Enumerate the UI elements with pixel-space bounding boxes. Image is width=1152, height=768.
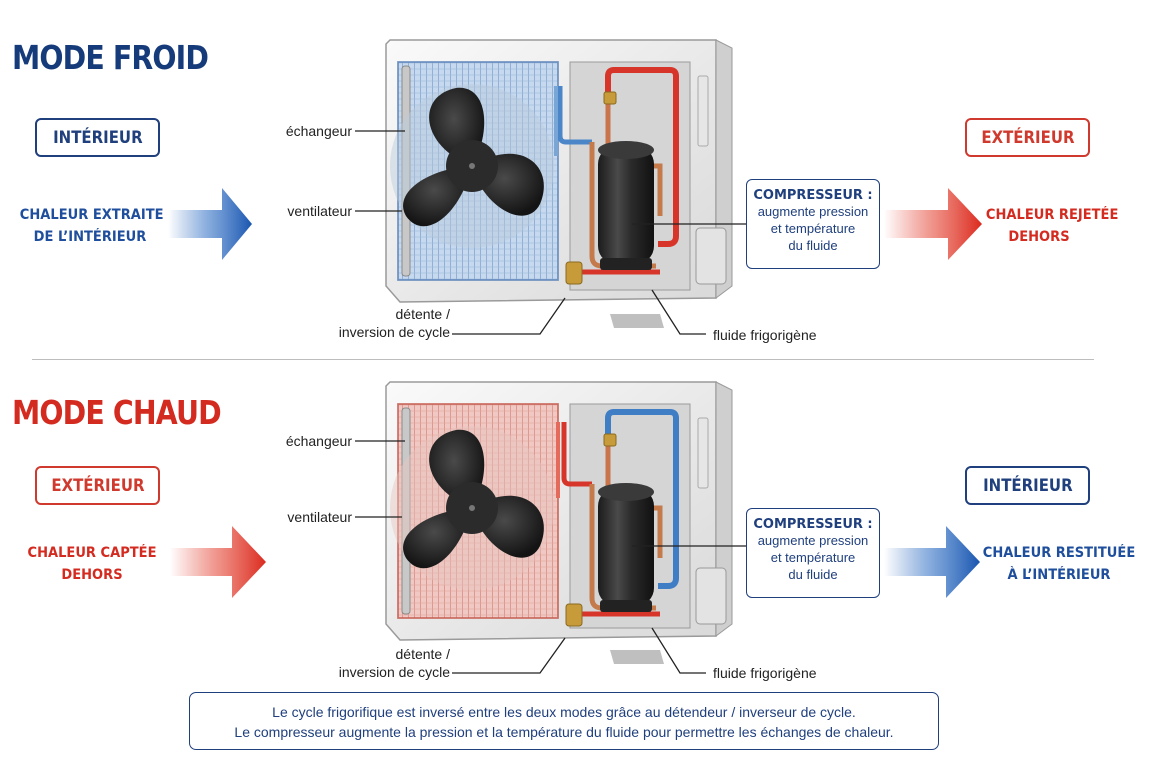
cooling-heat-rejected-label: CHALEUR REJETÉE DEHORS	[980, 204, 1119, 248]
cooling-compressor-icon	[598, 141, 654, 270]
heating-compressor-callout: COMPRESSEUR : augmente pression et tempé…	[746, 508, 880, 598]
heating-left-arrow-icon	[170, 526, 266, 598]
cooling-expansion-label: détente / inversion de cycle	[300, 305, 450, 341]
cooling-left-arrow-icon	[168, 188, 252, 260]
footnote-box: Le cycle frigorifique est inversé entre …	[189, 692, 939, 750]
cooling-compressor-line-2: et température	[770, 221, 856, 236]
heating-indoor-box: INTÉRIEUR	[965, 466, 1090, 505]
heating-mode-title: MODE CHAUD	[12, 393, 222, 432]
cooling-outdoor-box: EXTÉRIEUR	[965, 118, 1090, 157]
cooling-indoor-label: INTÉRIEUR	[52, 127, 143, 148]
cooling-outdoor-label: EXTÉRIEUR	[980, 127, 1075, 148]
footnote-line-2: Le compresseur augmente la pression et l…	[234, 724, 894, 740]
cooling-compressor-line-1: augmente pression	[757, 204, 869, 219]
heating-right-line-1: CHALEUR RESTITUÉE	[982, 545, 1136, 561]
heating-fan-label: ventilateur	[287, 509, 352, 525]
cooling-left-line-2: DE L’INTÉRIEUR	[33, 229, 147, 245]
cooling-right-line-1: CHALEUR REJETÉE	[985, 207, 1119, 223]
heating-heat-captured-label: CHALEUR CAPTÉE DEHORS	[14, 542, 170, 586]
heating-right-arrow-icon	[884, 526, 980, 598]
heating-compressor-line-3: du fluide	[788, 567, 838, 582]
heating-compressor-line-2: et température	[770, 550, 856, 565]
cooling-indoor-box: INTÉRIEUR	[35, 118, 160, 157]
heating-left-line-1: CHALEUR CAPTÉE	[27, 545, 157, 561]
heating-outdoor-unit-illustration	[385, 381, 733, 664]
heating-outdoor-box: EXTÉRIEUR	[35, 466, 160, 505]
cooling-refrigerant-label: fluide frigorigène	[713, 327, 817, 343]
cooling-left-line-1: CHALEUR EXTRAITE	[19, 207, 164, 223]
heating-compressor-icon	[598, 483, 654, 612]
heating-outdoor-label: EXTÉRIEUR	[50, 475, 145, 496]
heating-expansion-line-2: inversion de cycle	[338, 664, 450, 680]
cooling-right-line-2: DEHORS	[1008, 229, 1070, 245]
heating-exchanger-label: échangeur	[285, 433, 352, 449]
cooling-mode-title: MODE FROID	[12, 38, 209, 77]
heating-compressor-line-1: augmente pression	[757, 533, 869, 548]
cooling-fan-label: ventilateur	[287, 203, 352, 219]
cooling-outdoor-unit-illustration	[385, 39, 733, 328]
heating-left-line-2: DEHORS	[61, 567, 123, 583]
cooling-expansion-line-1: détente /	[395, 306, 451, 322]
cooling-right-arrow-icon	[884, 188, 982, 260]
heating-expansion-label: détente / inversion de cycle	[300, 645, 450, 681]
cooling-compressor-line-3: du fluide	[788, 238, 838, 253]
heating-indoor-label: INTÉRIEUR	[982, 475, 1073, 496]
heating-expansion-line-1: détente /	[395, 646, 451, 662]
heating-compressor-title: COMPRESSEUR :	[753, 517, 873, 532]
section-divider	[32, 359, 1094, 360]
cooling-leader-lines	[355, 130, 746, 335]
heating-heat-restored-label: CHALEUR RESTITUÉE À L’INTÉRIEUR	[974, 542, 1144, 586]
footnote-line-1: Le cycle frigorifique est inversé entre …	[272, 704, 856, 720]
cooling-fan-icon	[403, 87, 544, 227]
cooling-compressor-title: COMPRESSEUR :	[753, 188, 873, 203]
heating-right-line-2: À L’INTÉRIEUR	[1007, 567, 1111, 583]
heating-fan-icon	[403, 429, 544, 569]
cooling-exchanger-label: échangeur	[285, 123, 352, 139]
heating-leader-lines	[355, 440, 746, 674]
cooling-expansion-line-2: inversion de cycle	[338, 324, 450, 340]
cooling-heat-extracted-label: CHALEUR EXTRAITE DE L’INTÉRIEUR	[12, 204, 168, 248]
heating-refrigerant-label: fluide frigorigène	[713, 665, 817, 681]
cooling-compressor-callout: COMPRESSEUR : augmente pression et tempé…	[746, 179, 880, 269]
